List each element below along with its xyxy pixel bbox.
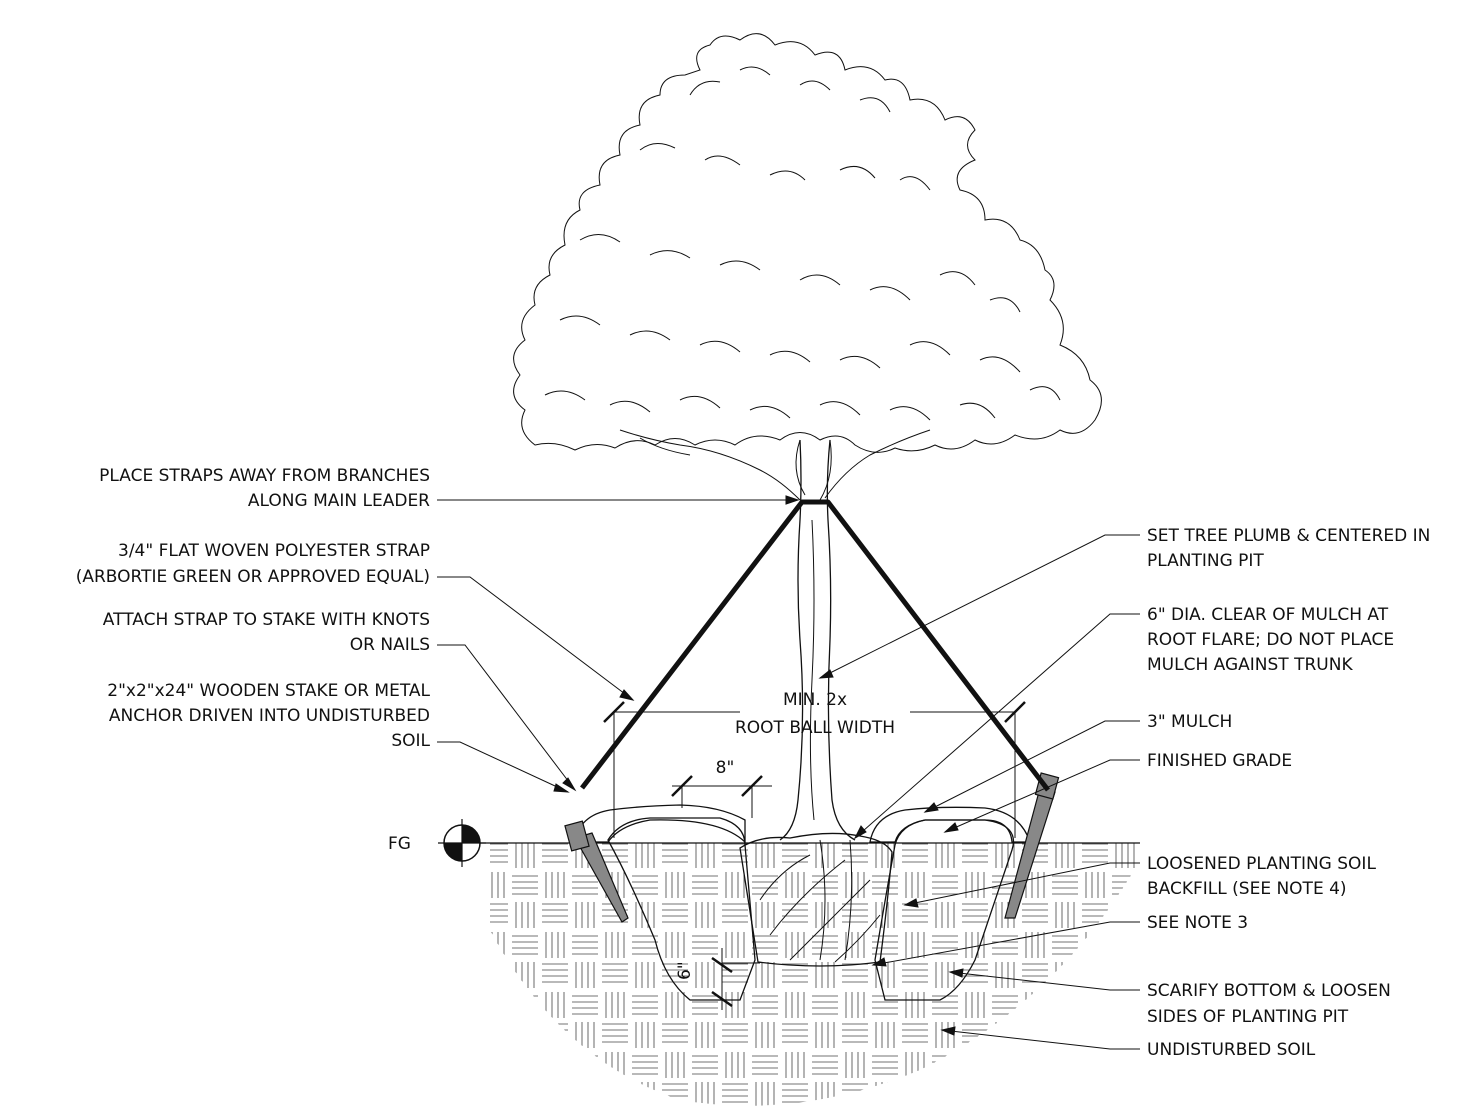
ring-label: 8" bbox=[716, 758, 735, 778]
tree-branches bbox=[619, 429, 931, 501]
stake-label-2: ANCHOR DRIVEN INTO UNDISTURBED bbox=[109, 706, 430, 726]
plumb-label-1: SET TREE PLUMB & CENTERED IN bbox=[1147, 526, 1430, 546]
stake-left bbox=[564, 820, 629, 923]
root-ball bbox=[739, 832, 893, 967]
plumb-label-2: PLANTING PIT bbox=[1147, 551, 1264, 571]
strap-label-1: 3/4" FLAT WOVEN POLYESTER STRAP bbox=[118, 541, 430, 561]
right-callout-text: SET TREE PLUMB & CENTERED IN PLANTING PI… bbox=[1147, 526, 1430, 1060]
stake-label-1: 2"x2"x24" WOODEN STAKE OR METAL bbox=[107, 681, 430, 701]
min-width-label-1: MIN. 2x bbox=[783, 690, 847, 710]
grade-marker-symbol bbox=[438, 819, 486, 867]
backfill-label-1: LOOSENED PLANTING SOIL bbox=[1147, 854, 1376, 874]
backfill-label-2: BACKFILL (SEE NOTE 4) bbox=[1147, 879, 1347, 899]
scarify-label-2: SIDES OF PLANTING PIT bbox=[1147, 1007, 1349, 1027]
left-callout-text: PLACE STRAPS AWAY FROM BRANCHES ALONG MA… bbox=[76, 466, 431, 751]
undisturbed-soil bbox=[490, 843, 1140, 1106]
scarify-label-1: SCARIFY BOTTOM & LOOSEN bbox=[1147, 981, 1391, 1001]
straps-branches-label-1: PLACE STRAPS AWAY FROM BRANCHES bbox=[99, 466, 430, 486]
left-leaders bbox=[437, 495, 800, 793]
ring-dimension bbox=[671, 775, 772, 818]
root-flare-label-3: MULCH AGAINST TRUNK bbox=[1147, 655, 1353, 675]
depth-dimension bbox=[711, 948, 760, 1010]
attach-label-2: OR NAILS bbox=[350, 635, 430, 655]
finished-grade-label: FINISHED GRADE bbox=[1147, 751, 1292, 771]
grade-marker-label: FG bbox=[388, 834, 411, 854]
stake-label-3: SOIL bbox=[391, 731, 430, 751]
right-leaders bbox=[818, 534, 1140, 1050]
strap-label-2: (ARBORTIE GREEN OR APPROVED EQUAL) bbox=[76, 567, 430, 587]
undisturbed-label: UNDISTURBED SOIL bbox=[1147, 1040, 1316, 1060]
mulch-berm bbox=[573, 804, 1031, 844]
mulch-label: 3" MULCH bbox=[1147, 712, 1232, 732]
polyester-straps bbox=[580, 499, 1050, 792]
root-flare-label-2: ROOT FLARE; DO NOT PLACE bbox=[1147, 630, 1394, 650]
tree-canopy bbox=[513, 33, 1102, 453]
min-width-dimension bbox=[603, 701, 1026, 838]
note3-label: SEE NOTE 3 bbox=[1147, 913, 1248, 933]
min-width-label-2: ROOT BALL WIDTH bbox=[735, 718, 895, 738]
depth-label: 6" bbox=[675, 961, 695, 980]
straps-branches-label-2: ALONG MAIN LEADER bbox=[248, 491, 430, 511]
root-flare-label-1: 6" DIA. CLEAR OF MULCH AT bbox=[1147, 605, 1389, 625]
attach-label-1: ATTACH STRAP TO STAKE WITH KNOTS bbox=[103, 610, 430, 630]
